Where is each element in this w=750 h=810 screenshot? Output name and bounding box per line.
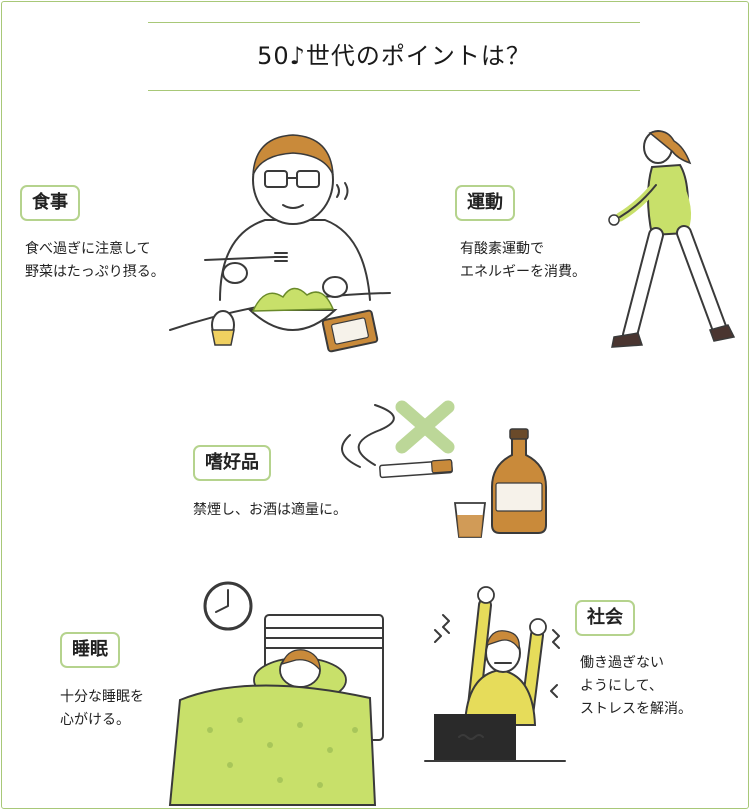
- title-rule-bottom: [148, 90, 640, 91]
- sleep-description: 十分な睡眠を 心がける。: [60, 686, 144, 732]
- man-eating-salad-illustration: [169, 134, 391, 353]
- vices-label: 嗜好品: [193, 445, 271, 481]
- social-description: 働き過ぎない ようにして、 ストレスを解消。: [580, 652, 692, 721]
- cigarette-and-alcohol-illustration: [341, 400, 547, 538]
- meal-line-2: 野菜はたっぷり摂る。: [25, 264, 165, 280]
- title-rule-top: [148, 22, 640, 23]
- meal-description: 食べ過ぎに注意して 野菜はたっぷり摂る。: [25, 238, 165, 284]
- sleep-line-1: 十分な睡眠を: [60, 689, 144, 705]
- exercise-line-2: エネルギーを消費。: [460, 264, 586, 280]
- sleep-line-2: 心がける。: [60, 712, 130, 728]
- social-line-2: ようにして、: [580, 678, 663, 694]
- stressed-worker-illustration: [424, 586, 566, 762]
- social-line-1: 働き過ぎない: [580, 655, 664, 671]
- sleeping-woman-in-bed-illustration: [168, 581, 384, 806]
- page-title: 50♪世代のポイントは？: [257, 42, 531, 70]
- vices-description: 禁煙し、お酒は適量に。: [193, 499, 347, 522]
- walking-woman-illustration: [608, 130, 736, 348]
- exercise-line-1: 有酸素運動で: [460, 241, 544, 257]
- sleep-label: 睡眠: [60, 632, 120, 668]
- social-line-3: ストレスを解消。: [580, 701, 692, 717]
- meal-label: 食事: [20, 185, 80, 221]
- social-label: 社会: [575, 600, 635, 636]
- meal-line-1: 食べ過ぎに注意して: [25, 241, 151, 257]
- exercise-description: 有酸素運動で エネルギーを消費。: [460, 238, 586, 284]
- vices-line-1: 禁煙し、お酒は適量に。: [193, 502, 347, 518]
- exercise-label: 運動: [455, 185, 515, 221]
